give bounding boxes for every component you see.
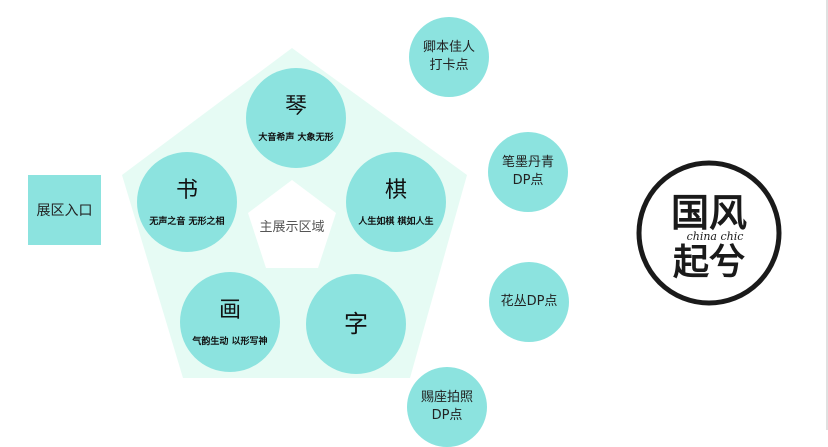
logo-ring (636, 160, 782, 306)
logo-line2: 起兮 (673, 241, 745, 283)
station-zi[interactable]: 字 (306, 274, 406, 374)
inner-pentagon (248, 180, 336, 268)
station-subtitle: 大音希声 大象无形 (258, 132, 334, 143)
checkpoint-huacong[interactable]: 花丛DP点 (489, 262, 569, 342)
station-qi[interactable]: 棋 人生如棋 棋如人生 (346, 152, 446, 252)
station-shu[interactable]: 书 无声之音 无形之相 (137, 152, 237, 252)
checkpoint-label: 花丛DP点 (500, 294, 558, 309)
station-title: 书 (175, 177, 198, 203)
station-hua[interactable]: 画 气韵生动 以形写神 (180, 272, 280, 372)
station-title: 字 (344, 310, 368, 338)
entrance-label: 展区入口 (36, 203, 93, 219)
main-area-label: 主展示区域 (259, 220, 325, 235)
checkpoint-bimo[interactable]: 笔墨丹青 DP点 (488, 132, 568, 212)
logo-line1: 国风 (671, 190, 747, 235)
page-edge-divider (826, 0, 828, 430)
checkpoint-qingben[interactable]: 卿本佳人 打卡点 (409, 17, 489, 97)
station-subtitle: 人生如棋 棋如人生 (358, 216, 434, 227)
station-subtitle: 无声之音 无形之相 (149, 216, 225, 227)
logo-latin: china chic (687, 230, 744, 243)
entrance-block[interactable]: 展区入口 (28, 175, 101, 245)
station-title: 琴 (284, 93, 307, 119)
station-title: 棋 (384, 177, 407, 203)
checkpoint-label: 卿本佳人 打卡点 (422, 40, 475, 73)
station-subtitle: 气韵生动 以形写神 (192, 336, 268, 347)
checkpoint-label: 赐座拍照 DP点 (420, 390, 473, 423)
checkpoint-label: 笔墨丹青 DP点 (501, 155, 554, 188)
checkpoint-cizuo[interactable]: 赐座拍照 DP点 (407, 367, 487, 447)
station-title: 画 (218, 297, 241, 323)
station-qin[interactable]: 琴 大音希声 大象无形 (246, 68, 346, 168)
guofeng-logo: 国风 china chic 起兮 (636, 160, 782, 306)
